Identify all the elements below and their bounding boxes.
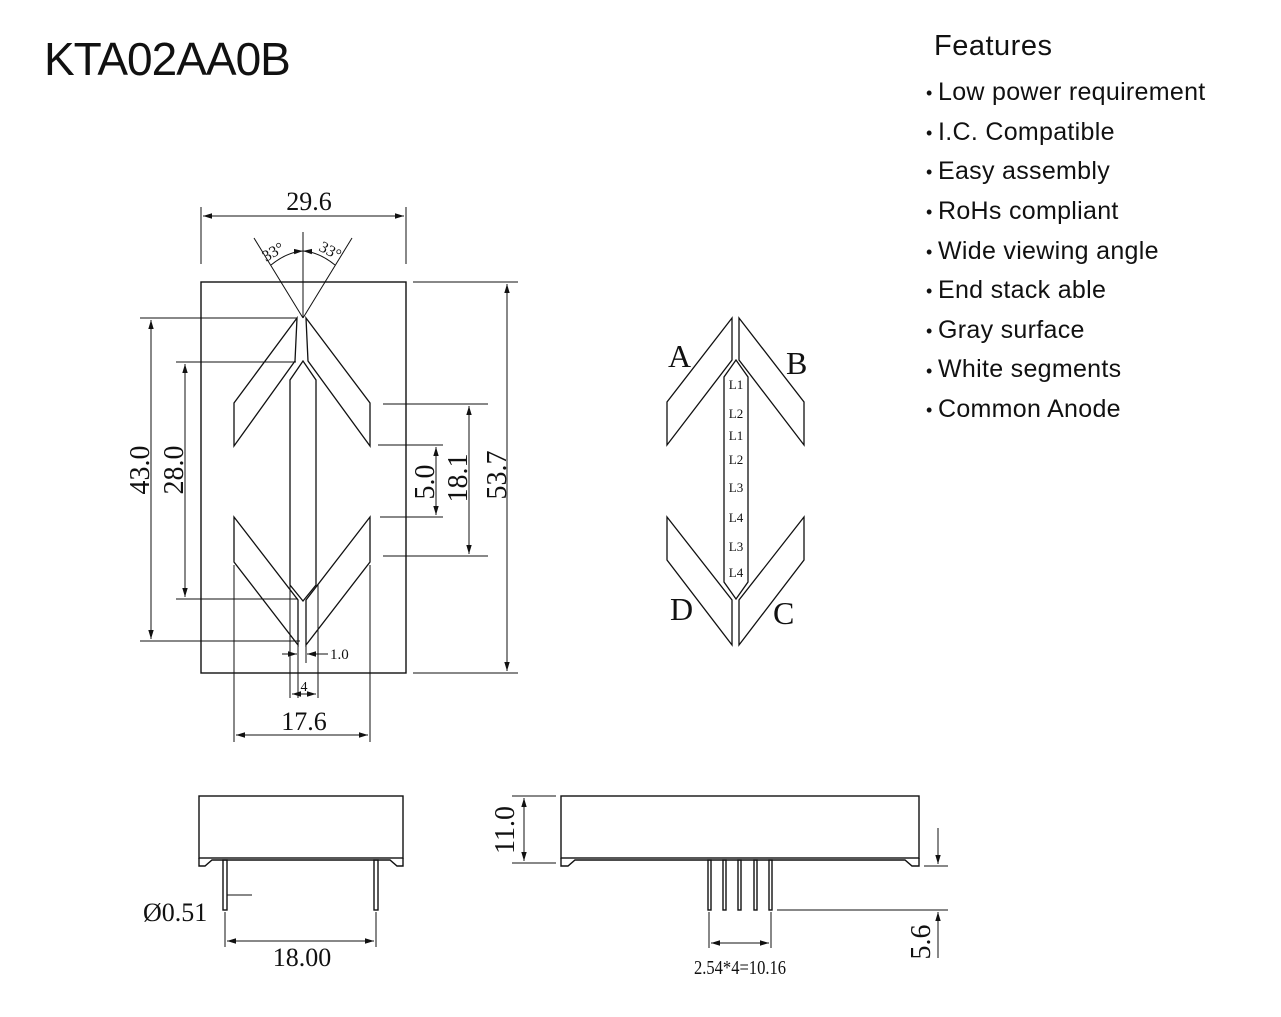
dim-5-label: 5.0 <box>410 465 441 500</box>
layout-segment-b <box>738 316 805 447</box>
segment-a <box>233 315 298 449</box>
pin-length-label: 5.6 <box>906 925 937 960</box>
bullet-icon: • <box>926 360 933 381</box>
feature-item: •Low power requirement <box>926 73 1276 113</box>
end-body-outline <box>560 795 920 859</box>
angle-arc <box>270 248 304 266</box>
bullet-icon: • <box>926 122 933 143</box>
dim-18-1-label: 18.1 <box>443 454 474 503</box>
feature-item: •RoHs compliant <box>926 192 1276 232</box>
led-label: L4 <box>729 565 744 580</box>
feature-item: •White segments <box>926 350 1276 390</box>
led-label: L3 <box>729 539 743 554</box>
segment-d <box>233 515 299 647</box>
segment-layout: A B D C L1 L2 L1 L2 L3 L4 L3 L4 <box>666 316 807 647</box>
dim-53-7-label: 53.7 <box>482 451 513 500</box>
layout-segment-a <box>666 316 733 447</box>
led-label: L1 <box>729 377 743 392</box>
end-pin <box>707 859 712 911</box>
angle-line <box>302 237 353 319</box>
feature-item: •Wide viewing angle <box>926 232 1276 272</box>
dim-width-label: 29.6 <box>286 187 332 216</box>
side-view: Ø0.51 18.00 <box>143 795 404 972</box>
pin-diameter-label: Ø0.51 <box>143 898 207 927</box>
segment-b <box>305 315 371 448</box>
bullet-icon: • <box>926 162 933 183</box>
end-pin <box>737 859 742 911</box>
bullet-icon: • <box>926 320 933 341</box>
bottom-view: 11.0 5.6 2.54*4=10.16 <box>490 795 948 979</box>
label-c: C <box>773 595 794 631</box>
led-label: L2 <box>729 452 743 467</box>
led-label: L1 <box>729 428 743 443</box>
end-pin <box>722 859 727 911</box>
bullet-icon: • <box>926 400 933 421</box>
side-pin <box>222 859 228 911</box>
feature-item: •End stack able <box>926 271 1276 311</box>
led-label: L4 <box>729 510 744 525</box>
label-a: A <box>668 338 691 374</box>
bullet-icon: • <box>926 241 933 262</box>
segment-center <box>289 359 317 603</box>
bullet-icon: • <box>926 281 933 302</box>
angle-arc <box>302 248 336 266</box>
label-b: B <box>786 345 807 381</box>
dim-28-label: 28.0 <box>159 446 190 495</box>
dim-43-label: 43.0 <box>125 446 156 495</box>
features-list: Features •Low power requirement •I.C. Co… <box>926 30 1276 430</box>
dim-17-6-label: 17.6 <box>281 707 327 736</box>
end-pin <box>768 859 773 911</box>
feature-item: •Gray surface <box>926 311 1276 351</box>
feature-item: •Common Anode <box>926 390 1276 430</box>
end-base-outline <box>560 858 920 867</box>
pitch-label: 2.54*4=10.16 <box>694 957 786 979</box>
side-body-outline <box>198 795 404 859</box>
side-base-outline <box>198 858 404 867</box>
features-heading: Features <box>934 30 1053 62</box>
led-label: L2 <box>729 406 743 421</box>
bullet-icon: • <box>926 83 933 104</box>
height-label: 11.0 <box>490 806 521 854</box>
side-pin <box>373 859 379 911</box>
dim-1-label: 1.0 <box>330 647 349 663</box>
angle-line <box>253 237 304 319</box>
feature-item: •Easy assembly <box>926 152 1276 192</box>
layout-segment-center <box>723 358 749 601</box>
end-pin <box>753 859 758 911</box>
front-view: 29.6 33° 33° 43.0 28.0 5.0 18.1 53.7 <box>125 187 518 742</box>
led-label: L3 <box>729 480 743 495</box>
bullet-icon: • <box>926 202 933 223</box>
pin-span-label: 18.00 <box>273 943 332 972</box>
angle-left-label: 33° <box>260 240 288 266</box>
feature-item: •I.C. Compatible <box>926 113 1276 153</box>
angle-right-label: 33° <box>316 239 344 265</box>
layout-segment-c <box>738 515 805 647</box>
part-number-title: KTA02AA0B <box>44 33 291 85</box>
dim-4-label: 4 <box>301 680 308 695</box>
layout-segment-d <box>666 515 733 647</box>
label-d: D <box>670 591 693 627</box>
